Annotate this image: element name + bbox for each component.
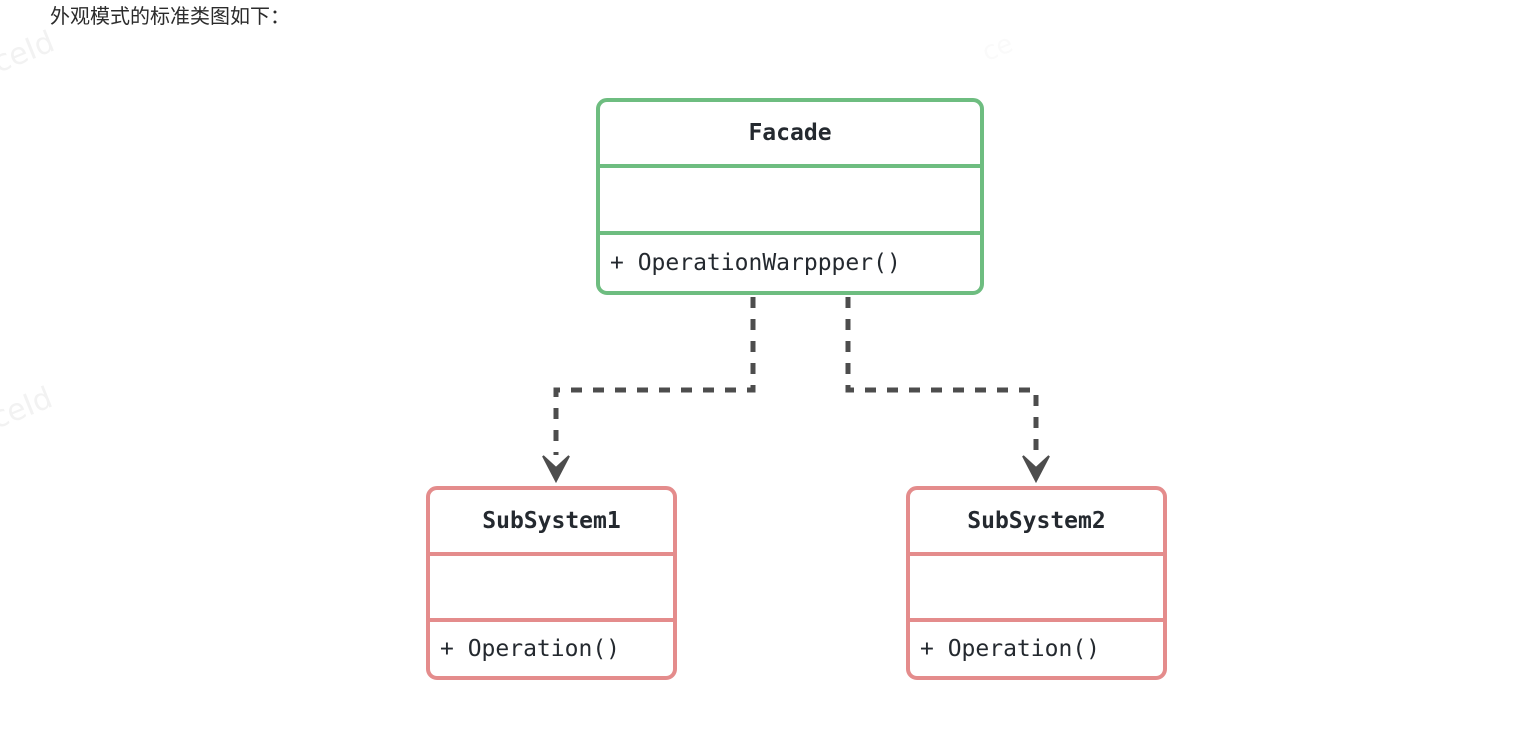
relation-line-facade-to-subsystem1 (553, 297, 756, 455)
relation-facade-to-subsystem2 (845, 297, 1050, 484)
uml-class-subsystem1-methods: + Operation() (440, 636, 621, 662)
uml-class-subsystem1-title: SubSystem1 (430, 490, 673, 556)
uml-class-subsystem1[interactable]: SubSystem1 + Operation() (426, 486, 677, 680)
uml-class-facade-attributes (600, 168, 980, 235)
uml-class-facade-title: Facade (600, 102, 980, 168)
uml-class-subsystem2-attributes (910, 556, 1163, 622)
uml-class-facade-methods: + OperationWarppper() (610, 250, 901, 276)
uml-class-subsystem2-methods: + Operation() (920, 636, 1101, 662)
relation-facade-to-subsystem1 (542, 297, 756, 484)
page-caption: 外观模式的标准类图如下： (50, 4, 290, 28)
relation-line-facade-to-subsystem2 (845, 297, 1039, 455)
arrowhead-icon-subsystem2 (1022, 455, 1050, 484)
uml-class-subsystem2-title: SubSystem2 (910, 490, 1163, 556)
uml-class-facade[interactable]: Facade + OperationWarppper() (596, 98, 984, 295)
uml-class-subsystem2[interactable]: SubSystem2 + Operation() (906, 486, 1167, 680)
uml-class-subsystem1-attributes (430, 556, 673, 622)
arrowhead-icon-subsystem1 (542, 455, 570, 484)
